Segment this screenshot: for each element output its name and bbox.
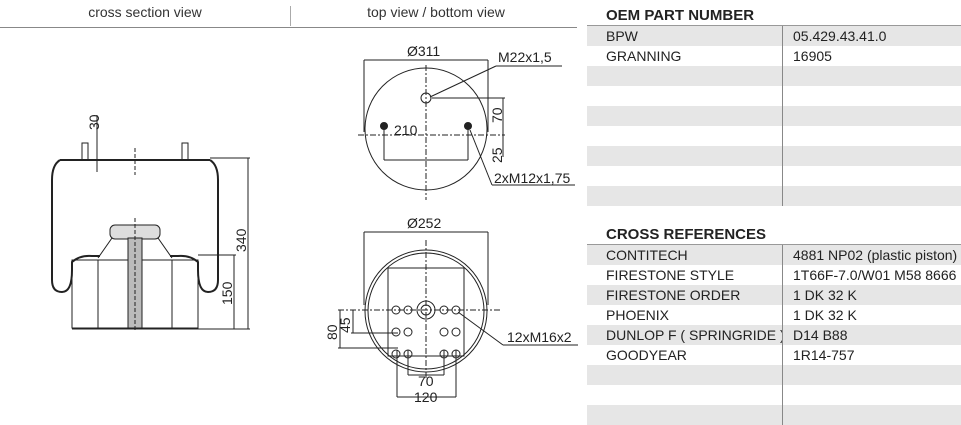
cross-section-drawing: 30 340 150 (51, 114, 250, 330)
table-row (587, 66, 961, 86)
part-number-cell: 1 DK 32 K (793, 307, 857, 323)
table-row: GRANNING 16905 (587, 46, 961, 66)
part-number-cell (783, 66, 793, 86)
manufacturer-cell (587, 146, 783, 166)
cross-section-view-label: cross section view (88, 4, 202, 20)
offset-70: 70 (489, 107, 505, 123)
bolt-hole (391, 327, 401, 337)
bolt-hole (451, 327, 461, 337)
dim-120: 120 (414, 389, 438, 405)
manufacturer-cell (587, 365, 783, 385)
part-number-cell (783, 405, 793, 425)
bolt-hole (451, 305, 461, 315)
dim-height: 340 (233, 228, 249, 252)
table-row: BPW 05.429.43.41.0 (587, 26, 961, 46)
part-number-cell (783, 365, 793, 385)
manufacturer-cell: DUNLOP F ( SPRINGRIDE ) (587, 325, 783, 345)
part-number-cell (783, 146, 793, 166)
offset-25: 25 (489, 147, 505, 163)
table-row: GOODYEAR 1R14-757 (587, 345, 961, 365)
table-row: PHOENIX 1 DK 32 K (587, 305, 961, 325)
part-number-cell (783, 126, 793, 146)
manufacturer-cell (587, 385, 783, 405)
header-divider (290, 6, 291, 26)
part-number-cell (783, 86, 793, 106)
manufacturer-cell: FIRESTONE STYLE (587, 265, 783, 285)
top-diameter: Ø311 (407, 43, 440, 59)
manufacturer-cell (587, 86, 783, 106)
header-underline (0, 27, 577, 28)
manufacturer-cell: GRANNING (587, 46, 783, 66)
manufacturer-cell: CONTITECH (587, 245, 783, 265)
table-row (587, 385, 961, 405)
manufacturer-cell (587, 405, 783, 425)
bolt-spacing: 210 (394, 122, 418, 138)
table-row: FIRESTONE ORDER 1 DK 32 K (587, 285, 961, 305)
table-row (587, 186, 961, 206)
part-number-cell: 4881 NP02 (plastic piston) (793, 247, 958, 263)
part-number-cell: 1 DK 32 K (793, 287, 857, 303)
dim-70: 70 (418, 373, 434, 389)
bottom-view-drawing: Ø252 12xM16x2 80 45 70 120 (324, 215, 578, 405)
bolt-hole (403, 327, 413, 337)
dim-45: 45 (337, 317, 353, 333)
table-row: CONTITECH 4881 NP02 (plastic piston) (587, 245, 961, 265)
part-number-cell: 1R14-757 (793, 347, 855, 363)
part-number-cell: 16905 (793, 48, 832, 64)
cross-title: CROSS REFERENCES (587, 225, 961, 245)
manufacturer-cell (587, 186, 783, 206)
bolt-thread: 2xM12x1,75 (494, 170, 570, 186)
table-row (587, 365, 961, 385)
top-bottom-view-label: top view / bottom view (367, 4, 505, 20)
table-row (587, 126, 961, 146)
table-row: DUNLOP F ( SPRINGRIDE ) D14 B88 (587, 325, 961, 345)
part-number-cell: D14 B88 (793, 327, 848, 343)
part-number-cell (783, 166, 793, 186)
manufacturer-cell: FIRESTONE ORDER (587, 285, 783, 305)
center-thread: M22x1,5 (498, 49, 552, 65)
cross-references-table: CROSS REFERENCES CONTITECH 4881 NP02 (pla… (587, 225, 961, 425)
table-row: FIRESTONE STYLE 1T66F-7.0/W01 M58 8666 (587, 265, 961, 285)
table-row (587, 146, 961, 166)
manufacturer-cell: GOODYEAR (587, 345, 783, 365)
bolt-hole (403, 305, 413, 315)
manufacturer-cell (587, 126, 783, 146)
manufacturer-cell (587, 166, 783, 186)
manufacturer-cell (587, 106, 783, 126)
table-row (587, 405, 961, 425)
dim-top: 30 (86, 114, 102, 130)
part-number-cell (783, 106, 793, 126)
bolt-hole (439, 327, 449, 337)
bottom-diameter: Ø252 (407, 215, 441, 231)
manufacturer-cell: PHOENIX (587, 305, 783, 325)
manufacturer-cell: BPW (587, 26, 783, 46)
bolt-hole (439, 305, 449, 315)
top-view-drawing: Ø311 M22x1,5 210 70 25 2xM12x1,75 (358, 43, 575, 200)
part-number-cell (783, 385, 793, 405)
table-row (587, 166, 961, 186)
holes-thread: 12xM16x2 (507, 329, 572, 345)
bolt-hole (391, 349, 401, 359)
table-row (587, 86, 961, 106)
oem-title: OEM PART NUMBER (587, 6, 961, 26)
table-row (587, 106, 961, 126)
bolt-hole (391, 305, 401, 315)
dim-piston-height: 150 (219, 281, 235, 305)
part-number-cell: 1T66F-7.0/W01 M58 8666 (793, 267, 957, 283)
manufacturer-cell (587, 66, 783, 86)
dim-80: 80 (324, 324, 340, 340)
part-number-cell (783, 186, 793, 206)
part-number-cell: 05.429.43.41.0 (793, 28, 887, 44)
